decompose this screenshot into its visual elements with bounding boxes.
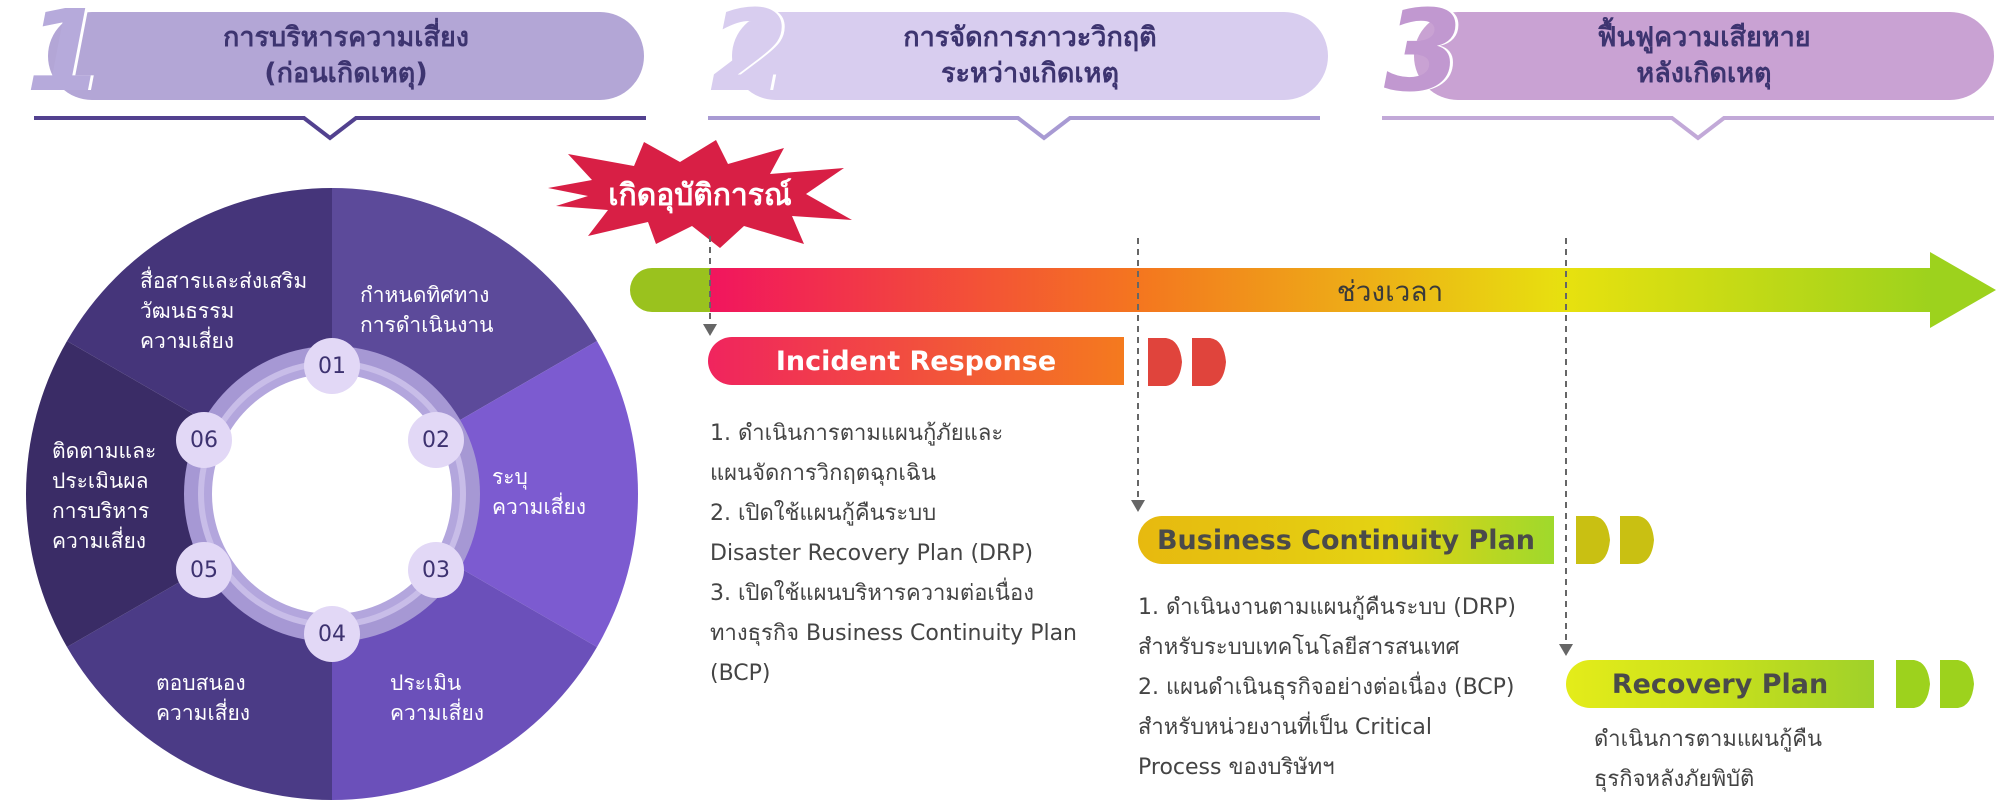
incident-burst: เกิดอุบัติการณ์ — [548, 140, 852, 250]
stage-chevrons-incident-response — [1148, 338, 1226, 386]
wheel-label-06: สื่อสารและส่งเสริม วัฒนธรรม ความเสี่ยง — [140, 269, 308, 353]
wheel-number-02: 02 — [408, 412, 464, 468]
timeline-label: ช่วงเวลา — [1336, 275, 1444, 308]
wheel-segment-02 — [332, 341, 638, 647]
stage-chevrons-business-continuity-plan — [1576, 516, 1654, 564]
phase-title: การจัดการภาวะวิกฤติ ระหว่างเกิดเหตุ — [903, 22, 1157, 89]
phase-title: การบริหารความเสี่ยง (ก่อนเกิดเหตุ) — [222, 22, 469, 89]
phase-number: 2 — [710, 0, 788, 117]
wheel-label-04: ตอบสนอง ความเสี่ยง — [156, 671, 251, 725]
stage-list-business-continuity-plan: 1. ดำเนินงานตามแผนกู้คืนระบบ (DRP) สำหรั… — [1138, 588, 1568, 788]
list-item: ดำเนินการตามแผนกู้คืน ธุรกิจหลังภัยพิบัต… — [1594, 727, 1823, 792]
phase-underline — [708, 116, 1320, 141]
list-item: 2. เปิดใช้แผนกู้คืนระบบ Disaster Recover… — [710, 501, 1034, 566]
wheel-number-03: 03 — [408, 542, 464, 598]
timeline-arrow — [630, 252, 1996, 328]
list-item: 2. แผนดำเนินธุรกิจอย่างต่อเนื่อง (BCP) ส… — [1138, 675, 1515, 780]
stage-bar-business-continuity-plan: Business Continuity Plan — [1138, 516, 1554, 564]
wheel-segment-05 — [26, 341, 333, 647]
risk-wheel: กำหนดทิศทาง การดำเนินงาน ระบุ ความเสี่ยง… — [26, 188, 638, 800]
list-item: 1. ดำเนินการตามแผนกู้ภัยและ แผนจัดการวิก… — [710, 421, 1004, 486]
phase-underline — [34, 116, 646, 141]
phase-pill: การจัดการภาวะวิกฤติ ระหว่างเกิดเหตุ — [732, 12, 1328, 100]
dashed-marker-1 — [703, 236, 717, 336]
wheel-number-06: 06 — [176, 412, 232, 468]
phase-pill: ฟื้นฟูความเสียหาย หลังเกิดเหตุ — [1414, 12, 1994, 100]
phase-pill: การบริหารความเสี่ยง (ก่อนเกิดเหตุ) — [48, 12, 644, 100]
dashed-marker-2 — [1131, 238, 1145, 512]
wheel-label-02: ระบุ ความเสี่ยง — [492, 465, 587, 519]
timeline: ช่วงเวลา — [630, 250, 1996, 330]
stage-bar-recovery-plan: Recovery Plan — [1566, 660, 1874, 708]
wheel-number-05: 05 — [176, 542, 232, 598]
wheel-label-03: ประเมิน ความเสี่ยง — [390, 671, 485, 725]
risk-wheel-graphic — [26, 188, 638, 800]
wheel-label-01: กำหนดทิศทาง การดำเนินงาน — [360, 283, 494, 337]
wheel-label-05: ติดตามและ ประเมินผล การบริหาร ความเสี่ยง — [52, 439, 157, 553]
phase-number: 1 — [26, 0, 104, 117]
phase-underline — [1382, 116, 1994, 141]
stage-list-incident-response: 1. ดำเนินการตามแผนกู้ภัยและ แผนจัดการวิก… — [710, 414, 1130, 694]
incident-burst-graphic — [548, 140, 852, 248]
phase-title: ฟื้นฟูความเสียหาย หลังเกิดเหตุ — [1597, 22, 1811, 89]
stage-list-recovery-plan: ดำเนินการตามแผนกู้คืน ธุรกิจหลังภัยพิบัต… — [1594, 720, 1914, 800]
list-item: 1. ดำเนินงานตามแผนกู้คืนระบบ (DRP) สำหรั… — [1138, 595, 1516, 660]
stage-chevrons-recovery-plan — [1896, 660, 1974, 708]
dashed-marker-3 — [1559, 238, 1573, 656]
wheel-number-01: 01 — [304, 338, 360, 394]
stage-bar-incident-response: Incident Response — [708, 337, 1124, 385]
wheel-number-04: 04 — [304, 606, 360, 662]
wheel-center — [212, 374, 452, 614]
list-item: 3. เปิดใช้แผนบริหารความต่อเนื่อง ทางธุรก… — [710, 581, 1077, 686]
phase-number: 3 — [1384, 0, 1462, 117]
incident-label: เกิดอุบัติการณ์ — [608, 177, 792, 213]
